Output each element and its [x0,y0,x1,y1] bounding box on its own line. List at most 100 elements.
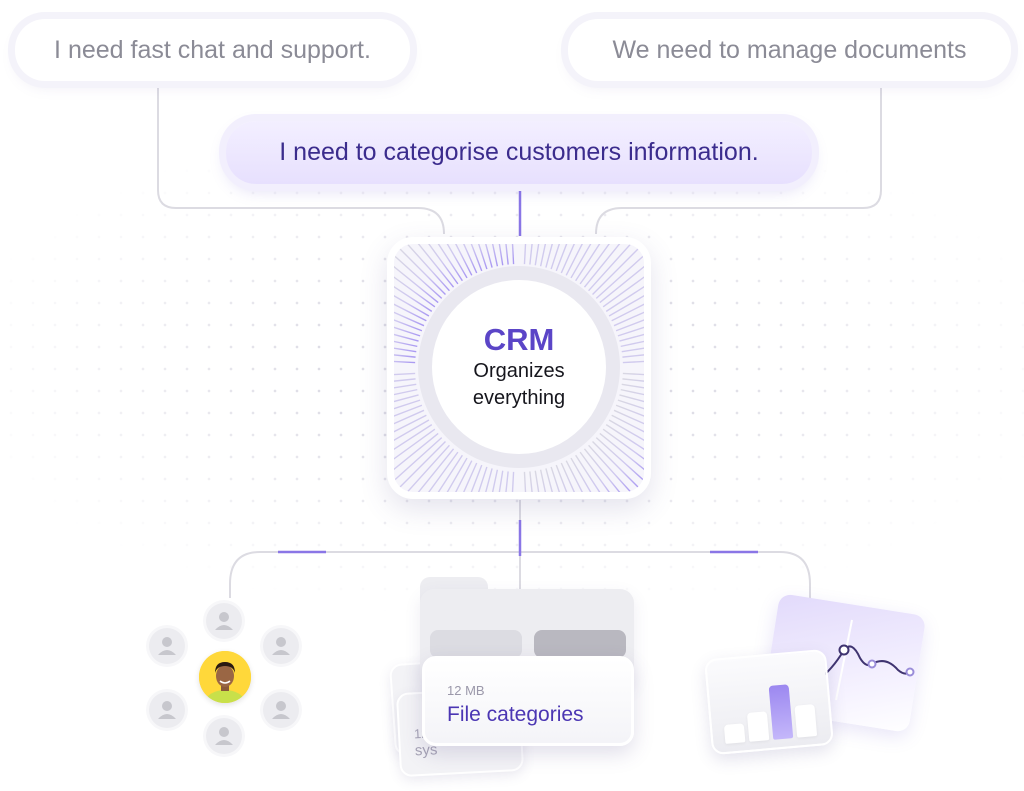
sunburst-ray [611,303,644,322]
sunburst-ray [523,471,527,492]
sunburst-ray [394,437,443,482]
sunburst-ray [491,469,499,492]
crm-sunburst [394,244,644,492]
prompt-categorise-customers-label: I need to categorise customers informati… [279,138,759,166]
folder-slot [534,630,626,658]
bar [723,723,746,744]
sunburst-ray [523,244,527,265]
user-avatar-placeholder [149,692,185,728]
sunburst-ray [498,470,504,492]
sunburst-ray [394,383,417,389]
prompt-chat-support-label: I need fast chat and support. [54,35,371,64]
user-icon [158,637,176,655]
sunburst-ray [437,454,463,492]
sunburst-ray [565,460,583,492]
prompt-chat-support[interactable]: I need fast chat and support. [15,19,410,81]
sunburst-ray [613,311,644,327]
prompt-manage-documents[interactable]: We need to manage documents [568,19,1011,81]
crm-subtitle-line2: everything [472,387,566,409]
sunburst-ray [608,419,644,441]
customer-avatar [199,651,251,703]
sunburst-ray [505,471,509,492]
sunburst-ray [446,457,468,492]
sunburst-ray [398,247,446,295]
sunburst-ray [583,244,621,288]
sunburst-ray [394,295,430,317]
sunburst-ray [588,444,632,492]
crm-card: CRM Organizes everything [387,237,651,499]
sunburst-ray [511,244,515,265]
sunburst-ray [619,333,644,342]
file-categories-title: File categories [447,703,584,726]
sunburst-ray [570,457,592,492]
sunburst-ray [417,448,455,492]
sunburst-ray [394,409,425,425]
sunburst-ray [555,464,568,492]
sunburst-ray [491,244,499,267]
sunburst-ray [602,276,644,308]
sunburst-ray [394,319,423,332]
sunburst-ray [575,454,601,492]
sunburst-ray [406,244,450,292]
bar [746,711,770,742]
sunburst-ray [470,464,483,492]
sunburst-ray [529,244,533,265]
sunburst-ray [620,340,644,348]
bar-chart-card [704,648,834,756]
sunburst-ray [575,244,601,282]
sunburst-ray [417,244,455,288]
sunburst-ray [428,244,459,285]
sunburst-ray [539,244,547,267]
sunburst-ray [470,244,483,272]
sunburst-ray [394,404,423,417]
sunburst-ray [605,424,644,451]
sunburst-ray [455,244,473,276]
sunburst-ray [437,244,463,282]
crm-subtitle-line1: Organizes [473,360,565,382]
sunburst-ray [615,404,644,417]
sunburst-ray [622,372,644,376]
sunburst-ray [511,471,515,492]
sunburst-ray [394,265,439,304]
file-categories-card[interactable]: 12 MB File categories [422,656,634,746]
sunburst-ray [619,394,644,403]
sunburst-ray [599,432,644,471]
sunburst-ray [394,333,419,342]
sunburst-ray [621,383,644,389]
sunburst-ray [406,444,450,492]
sunburst-ray [550,466,561,492]
sunburst-ray [617,326,644,337]
sunburst-ray [599,265,644,304]
sunburst-ray [398,441,446,489]
sunburst-ray [622,354,644,358]
sunburst-ray [613,409,644,425]
sunburst-ray [394,428,436,460]
sunburst-ray [394,326,421,337]
sunburst-ray [394,360,416,364]
sunburst-ray [394,285,433,312]
sunburst-ray [394,303,427,322]
sunburst-ray [550,244,561,270]
sunburst-ray [463,462,478,492]
folder-slot [430,630,522,658]
user-icon [215,727,233,745]
sunburst-ray [394,340,418,348]
sunburst-ray [605,285,644,312]
sunburst-ray [617,399,644,410]
prompt-manage-documents-label: We need to manage documents [612,35,967,64]
sunburst-ray [394,388,418,396]
sunburst-ray [622,378,644,382]
prompt-categorise-customers[interactable]: I need to categorise customers informati… [226,121,812,184]
user-avatar-placeholder [149,628,185,664]
sunburst-ray [595,437,644,482]
sunburst-ray [579,244,610,285]
sunburst-ray [477,466,488,492]
sunburst-ray [394,276,436,308]
user-avatar-placeholder [263,692,299,728]
sunburst-ray [394,311,425,327]
user-icon [215,612,233,630]
bar [768,684,794,740]
crm-center-circle: CRM Organizes everything [432,280,606,454]
sunburst-ray [498,244,504,266]
sunburst-ray [446,244,468,279]
